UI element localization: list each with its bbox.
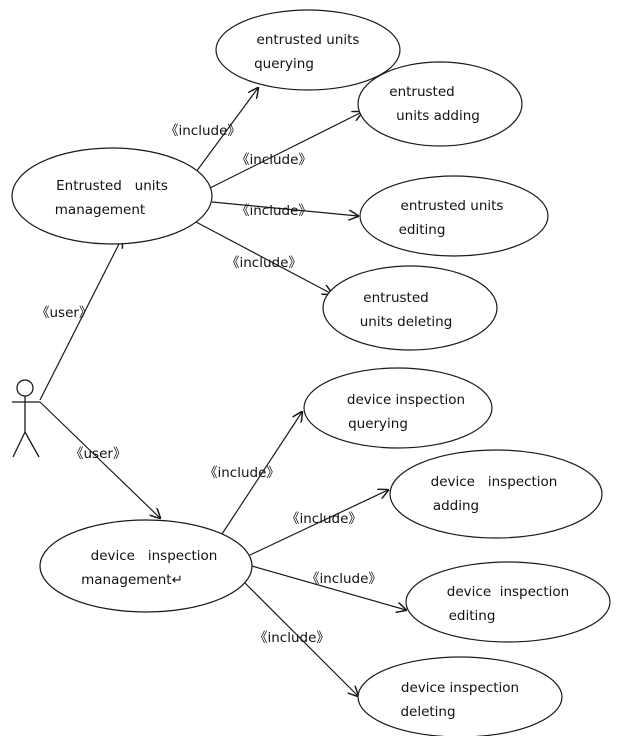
include-relation-label: 《include》	[306, 571, 382, 587]
use-case-label-line-2: editing	[399, 222, 446, 238]
use-case-label-line-1: entrusted units	[257, 32, 360, 48]
stick-figure-icon	[12, 379, 40, 458]
use-case-label-line-2: units adding	[396, 108, 480, 124]
include-relation-label: 《include》	[286, 511, 362, 527]
use-case-label-line-2: querying	[254, 56, 314, 72]
use-case-device-querying: device inspection querying	[303, 367, 493, 449]
include-line-device-editing	[251, 565, 406, 610]
include-line-entrusted-editing	[211, 201, 358, 216]
actor-to-entrusted-management-line	[39, 238, 122, 401]
user-relation-label: 《user》	[36, 305, 92, 321]
use-case-label-line-1: device inspection	[447, 584, 569, 600]
use-case-entrusted-querying: entrusted units querying	[215, 9, 401, 91]
include-relation-label: 《include》	[226, 255, 302, 271]
use-case-device-deleting: device inspection deleting	[357, 656, 563, 736]
use-case-label-line-2: deleting	[400, 704, 455, 720]
use-case-entrusted-deleting: entrusted units deleting	[322, 265, 498, 351]
include-relation-label: 《include》	[236, 152, 312, 168]
include-relation-label: 《include》	[204, 465, 280, 481]
use-case-label-line-2: management	[55, 202, 145, 218]
use-case-label-line-1: entrusted units	[401, 198, 504, 214]
use-case-label-line-1: device inspection	[347, 392, 465, 408]
use-case-label-line-2: adding	[433, 498, 479, 514]
use-case-label-line-1: device inspection	[91, 548, 218, 564]
use-case-device-editing: device inspection editing	[405, 561, 611, 643]
actor-to-device-management-line	[39, 401, 160, 518]
use-case-entrusted-editing: entrusted units editing	[359, 175, 549, 257]
use-case-device-adding: device inspection adding	[389, 449, 603, 539]
use-case-entrusted-management: Entrusted units management	[11, 147, 213, 245]
include-line-device-deleting	[243, 581, 358, 696]
user-relation-label: 《user》	[70, 446, 126, 462]
use-case-label-line-1: device inspection	[401, 680, 519, 696]
include-line-entrusted-querying	[195, 88, 258, 173]
use-case-label-line-2: querying	[348, 416, 408, 432]
include-line-device-adding	[249, 490, 388, 556]
use-case-label-line-1: device inspection	[431, 474, 558, 490]
include-line-entrusted-adding	[209, 112, 362, 189]
include-line-entrusted-deleting	[195, 221, 332, 294]
use-case-label-line-2: units deleting	[360, 314, 453, 330]
include-line-device-querying	[221, 412, 302, 535]
use-case-label-line-1: entrusted	[389, 84, 454, 100]
use-case-device-management: device inspection management↵	[39, 519, 253, 613]
use-case-entrusted-adding: entrusted units adding	[357, 61, 523, 147]
use-case-label-line-2: editing	[449, 608, 496, 624]
use-case-label-line-1: Entrusted units	[56, 178, 168, 194]
use-case-label-line-1: entrusted	[363, 290, 428, 306]
include-relation-label: 《include》	[254, 630, 330, 646]
include-relation-label: 《include》	[236, 203, 312, 219]
use-case-label-line-2: management↵	[81, 572, 183, 588]
include-relation-label: 《include》	[165, 123, 241, 139]
